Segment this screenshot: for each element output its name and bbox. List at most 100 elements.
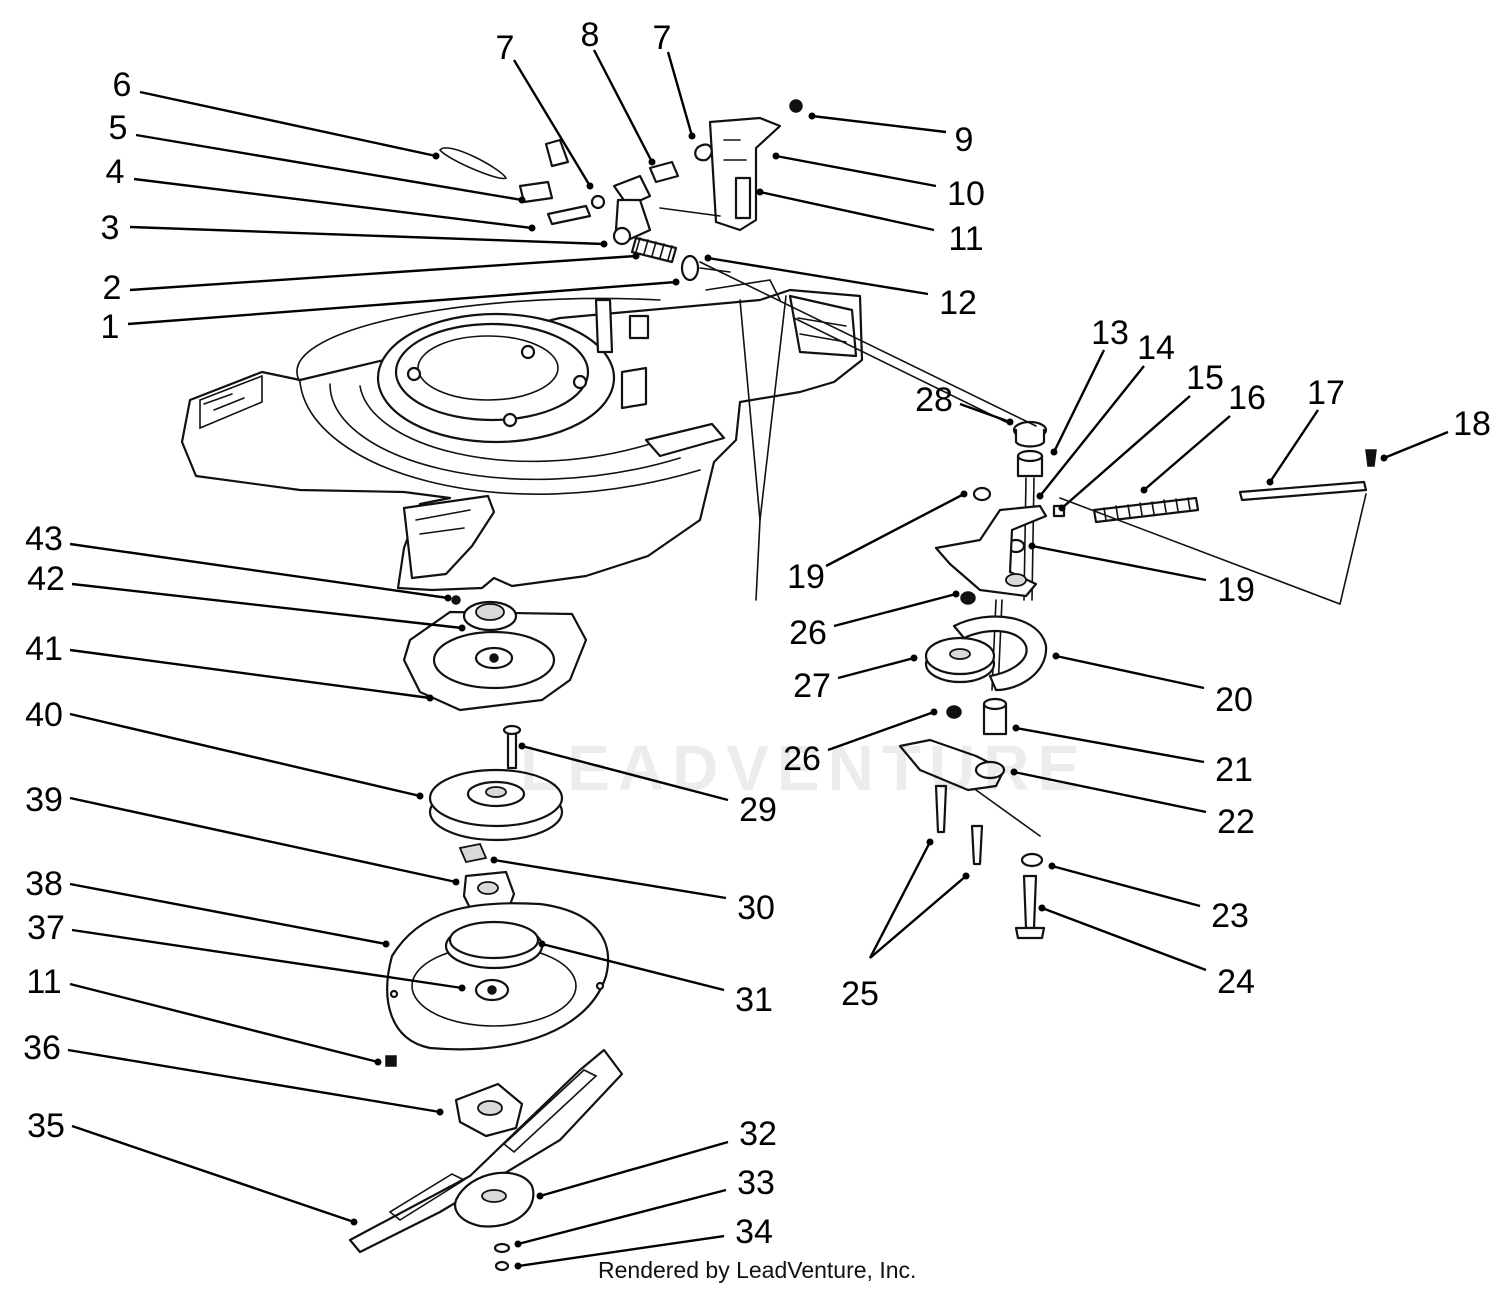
leader-line-c27	[837, 656, 915, 680]
leader-line-c32	[539, 1140, 729, 1198]
callout-label-c37: 37	[27, 909, 65, 947]
blade-spindle-assembly	[348, 595, 624, 1272]
leader-line-c7b	[666, 51, 694, 137]
leader-line-c20	[1055, 654, 1205, 690]
leader-dot-c39	[452, 878, 460, 886]
leader-line-c28	[959, 402, 1011, 424]
leader-dot-c19b	[1028, 542, 1036, 550]
leader-dot-c7b	[688, 132, 696, 140]
leader-dot-c8	[648, 158, 656, 166]
leader-dot-c12	[704, 254, 712, 262]
mower-deck-housing	[180, 279, 864, 601]
callout-label-c2: 2	[103, 269, 122, 307]
leader-line-c9	[811, 114, 947, 134]
leader-dot-c27	[910, 654, 918, 662]
callout-label-c26b: 26	[783, 740, 821, 778]
leader-dot-c33	[514, 1240, 522, 1248]
leader-line-c8	[592, 49, 654, 163]
leader-line-c10	[775, 154, 937, 188]
callout-label-c38: 38	[25, 865, 63, 903]
leader-dot-c43	[444, 594, 452, 602]
leader-dot-c2	[632, 252, 640, 260]
leader-dot-c26b	[930, 708, 938, 716]
leader-line-c15	[1061, 395, 1191, 509]
callout-label-c32: 32	[739, 1115, 777, 1153]
leader-dot-c37	[458, 984, 466, 992]
leader-dot-c4	[528, 224, 536, 232]
leader-line-c35	[71, 1124, 355, 1224]
leader-line-c1	[127, 280, 677, 326]
callout-label-c11b: 11	[26, 963, 61, 1001]
callout-label-c34: 34	[735, 1213, 773, 1251]
leader-line-c33	[517, 1188, 727, 1246]
leader-dot-c21	[1012, 724, 1020, 732]
callout-label-c7a: 7	[496, 29, 515, 67]
leader-dot-c40	[416, 792, 424, 800]
callout-label-c6: 6	[113, 66, 132, 104]
callout-label-c22: 22	[1217, 803, 1255, 841]
leader-line-c40	[69, 712, 421, 798]
callout-label-c19a: 19	[787, 558, 825, 596]
callout-label-c36: 36	[23, 1029, 61, 1067]
callout-label-c31: 31	[735, 981, 773, 1019]
leader-dot-c34	[514, 1262, 522, 1270]
idler-assembly	[699, 261, 1377, 940]
leader-dot-c6	[432, 152, 440, 160]
leader-dot-c11a	[756, 188, 764, 196]
callout-label-c28: 28	[915, 381, 953, 419]
callout-label-c18: 18	[1453, 405, 1491, 443]
leader-line-c26b	[827, 710, 935, 752]
leader-line-c16	[1143, 415, 1231, 491]
leader-line-c41	[69, 648, 431, 700]
callout-label-c21: 21	[1215, 751, 1253, 789]
leader-line-c25	[868, 841, 932, 959]
leader-line-c23	[1051, 864, 1201, 908]
leader-dot-c31	[538, 940, 546, 948]
callout-label-c1: 1	[101, 308, 120, 346]
callout-label-c33: 33	[737, 1164, 775, 1202]
leader-line-c7a	[512, 59, 592, 187]
leader-line-c42	[71, 582, 463, 630]
callout-label-c42: 42	[27, 560, 65, 598]
leader-line-c17	[1269, 409, 1319, 483]
leader-dot-c17	[1266, 478, 1274, 486]
leader-dot-c23	[1048, 862, 1056, 870]
leader-line-c12	[707, 256, 929, 296]
leader-dot-c16	[1140, 486, 1148, 494]
leader-line-c22	[1013, 770, 1207, 814]
leader-dot-c28	[1006, 418, 1014, 426]
leader-dot-c30	[490, 856, 498, 864]
leader-line-c37	[71, 928, 463, 990]
leader-line-c29	[521, 744, 729, 802]
leader-line-c43	[69, 542, 449, 600]
leader-line-c13	[1052, 349, 1106, 453]
callout-label-c5: 5	[109, 109, 128, 147]
watermark-text: LEADVENTURE	[520, 732, 1088, 804]
callout-label-c27: 27	[793, 667, 831, 705]
leader-dot-c25	[926, 838, 934, 846]
leader-dot-c41	[426, 694, 434, 702]
callout-label-c24: 24	[1217, 963, 1255, 1001]
leader-dot-c22	[1010, 768, 1018, 776]
leader-dot-c29	[518, 742, 526, 750]
leader-dot-c3	[600, 240, 608, 248]
callout-label-c30: 30	[737, 889, 775, 927]
leader-line-c31	[541, 942, 725, 992]
leader-line-c5	[135, 133, 523, 202]
leader-line-c34	[517, 1234, 725, 1268]
leader-dot-c7a	[586, 182, 594, 190]
leader-dot-c36	[436, 1108, 444, 1116]
leader-line-c25b	[869, 875, 967, 959]
callout-label-c15: 15	[1186, 359, 1224, 397]
callout-label-c8: 8	[581, 16, 600, 54]
leader-line-c14	[1039, 365, 1145, 497]
leader-line-c18	[1383, 430, 1449, 460]
callout-label-c14: 14	[1137, 329, 1175, 367]
leader-dot-c14	[1036, 492, 1044, 500]
callout-label-c39: 39	[25, 781, 63, 819]
leader-dot-c19a	[960, 490, 968, 498]
leader-dot-c20	[1052, 652, 1060, 660]
leader-dot-c32	[536, 1192, 544, 1200]
